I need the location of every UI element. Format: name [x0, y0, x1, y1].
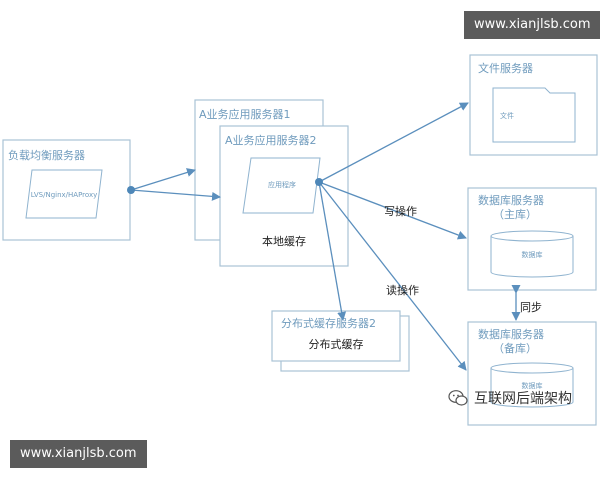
wechat-account: 互联网后端架构	[448, 388, 572, 408]
load-balancer-content: LVS/Nginx/HAProxy	[31, 191, 98, 199]
watermark-bottom: www.xianjlsb.com	[10, 440, 147, 468]
app-server-2-title: A业务应用服务器2	[225, 133, 317, 147]
read-label: 读操作	[386, 283, 419, 297]
db-master-node: 数据库服务器 （主库） 数据库	[467, 187, 597, 291]
write-arrow	[318, 181, 467, 240]
database-icon-slave	[490, 362, 574, 408]
wechat-account-name: 互联网后端架构	[474, 391, 572, 407]
file-server-node: 文件服务器 文件	[469, 54, 598, 156]
dist-cache-content: 分布式缓存	[309, 337, 364, 351]
db-master-label: 数据库	[522, 250, 543, 259]
write-label: 写操作	[384, 204, 417, 218]
file-server-title: 文件服务器	[478, 61, 533, 75]
lb-to-app2-arrow	[130, 189, 221, 201]
dist-cache-title: 分布式缓存服务器2	[281, 316, 376, 330]
folder-icon	[492, 87, 576, 143]
sync-label: 同步	[520, 301, 542, 314]
load-balancer-node: 负载均衡服务器 LVS/Nginx/HAProxy	[2, 139, 131, 241]
db-slave-label: 数据库	[522, 381, 543, 390]
app-connector-dot	[315, 178, 323, 186]
folder-label: 文件	[500, 111, 514, 120]
wechat-icon	[448, 390, 468, 406]
db-slave-subtitle: （备库）	[493, 341, 537, 355]
lb-connector-dot	[127, 186, 135, 194]
connectors	[127, 102, 521, 371]
dist-cache-node: 分布式缓存服务器2 分布式缓存	[271, 310, 410, 372]
db-slave-title: 数据库服务器	[478, 327, 544, 341]
read-arrow	[318, 181, 467, 371]
database-icon-master	[490, 230, 574, 278]
load-balancer-title: 负载均衡服务器	[8, 148, 85, 162]
app-server-2-node: A业务应用服务器2 应用程序 本地缓存	[219, 125, 349, 267]
db-master-title: 数据库服务器	[478, 193, 544, 207]
app-program-label: 应用程序	[268, 180, 296, 189]
load-balancer-parallelogram	[25, 169, 103, 219]
app-program-parallelogram	[242, 157, 321, 214]
lb-to-app1-arrow	[130, 168, 196, 191]
local-cache-label: 本地缓存	[262, 234, 306, 248]
db-master-subtitle: （主库）	[493, 208, 537, 221]
db-slave-node: 数据库服务器 （备库） 数据库	[467, 321, 597, 426]
watermark-top: www.xianjlsb.com	[464, 11, 600, 39]
app-to-file-arrow	[318, 102, 469, 183]
app-to-cache-arrow	[318, 181, 347, 321]
app-server-1-title: A业务应用服务器1	[199, 107, 291, 121]
